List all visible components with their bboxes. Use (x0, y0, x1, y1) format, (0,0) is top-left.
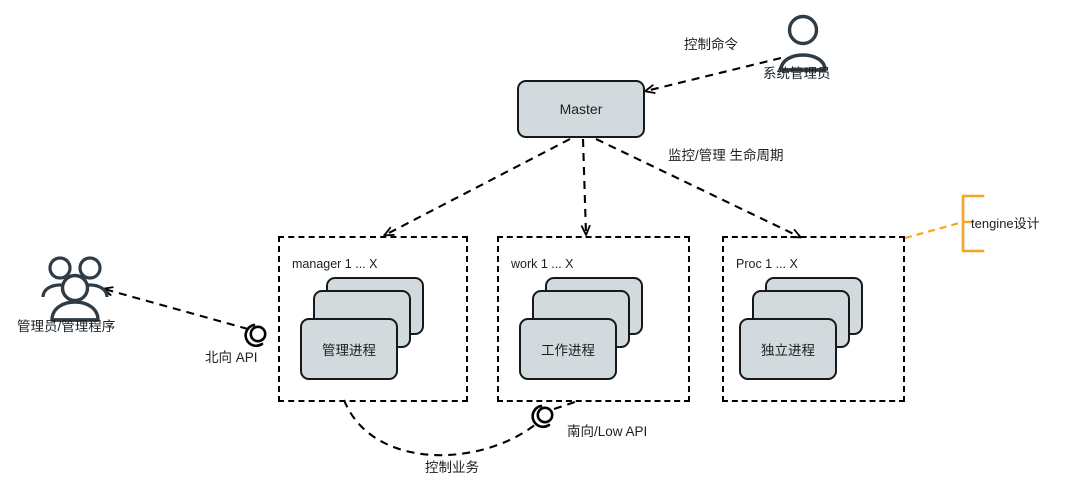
edge-master-to-work (580, 138, 591, 236)
label-control-business: 控制业务 (425, 460, 479, 475)
work-process-card-front[interactable]: 工作进程 (519, 318, 617, 380)
system-admin-icon (779, 14, 827, 72)
proc-group[interactable] (722, 236, 905, 402)
label-north-api: 北向 API (205, 350, 258, 365)
edge-control-business (343, 399, 537, 457)
work-group-title: work 1 ... X (511, 257, 574, 271)
manager-process-label: 管理进程 (322, 343, 376, 358)
manager-process-card-front[interactable]: 管理进程 (300, 318, 398, 380)
south-api-socket-icon (531, 404, 554, 429)
label-south-low-api: 南向/Low API (567, 424, 648, 439)
label-admin-group: 管理员/管理程序 (17, 319, 116, 334)
edge-north-api (102, 286, 249, 331)
manager-group-title: manager 1 ... X (292, 257, 378, 271)
annotation-label: tengine设计 (971, 216, 1040, 231)
north-api-socket-icon (244, 323, 267, 348)
manager-group[interactable] (278, 236, 468, 402)
label-control-command: 控制命令 (684, 37, 738, 52)
annotation-bracket (961, 194, 985, 253)
master-node-label: Master (559, 101, 603, 117)
label-monitor-manage-lifecycle: 监控/管理 生命周期 (668, 148, 784, 163)
proc-process-card-front[interactable]: 独立进程 (739, 318, 837, 380)
admin-group-icon (41, 256, 109, 322)
work-group[interactable] (497, 236, 690, 402)
label-system-admin: 系统管理员 (763, 66, 831, 81)
work-process-label: 工作进程 (541, 343, 595, 358)
edge-master-to-manager (383, 138, 571, 237)
edge-master-to-proc (595, 138, 802, 239)
edge-south-api-to-work (553, 401, 576, 410)
proc-process-label: 独立进程 (761, 343, 815, 358)
edge-control-command (644, 56, 782, 94)
master-node[interactable]: Master (517, 80, 645, 138)
proc-group-title: Proc 1 ... X (736, 257, 798, 271)
annotation-leader-line (904, 220, 964, 240)
